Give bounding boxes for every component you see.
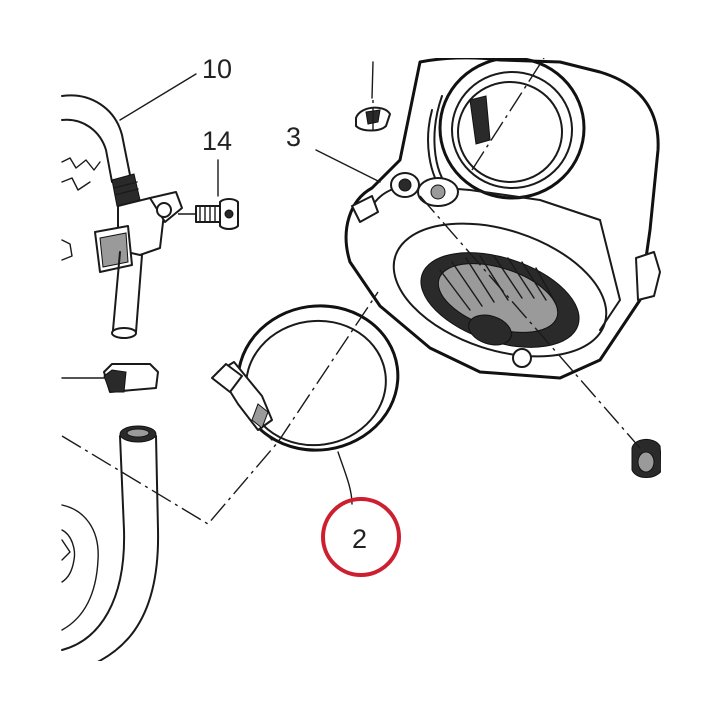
callout-3: 3 xyxy=(286,122,301,152)
leader-lines xyxy=(119,61,381,505)
hose-assembly xyxy=(61,94,183,676)
highlight-ring xyxy=(321,497,401,577)
callout-10: 10 xyxy=(202,54,232,84)
bolt xyxy=(178,198,239,230)
top-crop xyxy=(0,0,720,58)
callout-14: 14 xyxy=(202,126,232,156)
right-crop xyxy=(661,0,720,720)
callout-2: 2 xyxy=(352,524,367,554)
assembly-axes xyxy=(61,57,641,525)
hose-clamp xyxy=(211,304,400,452)
left-crop xyxy=(0,0,60,720)
bottom-crop xyxy=(0,661,720,720)
main-unit xyxy=(344,56,663,478)
